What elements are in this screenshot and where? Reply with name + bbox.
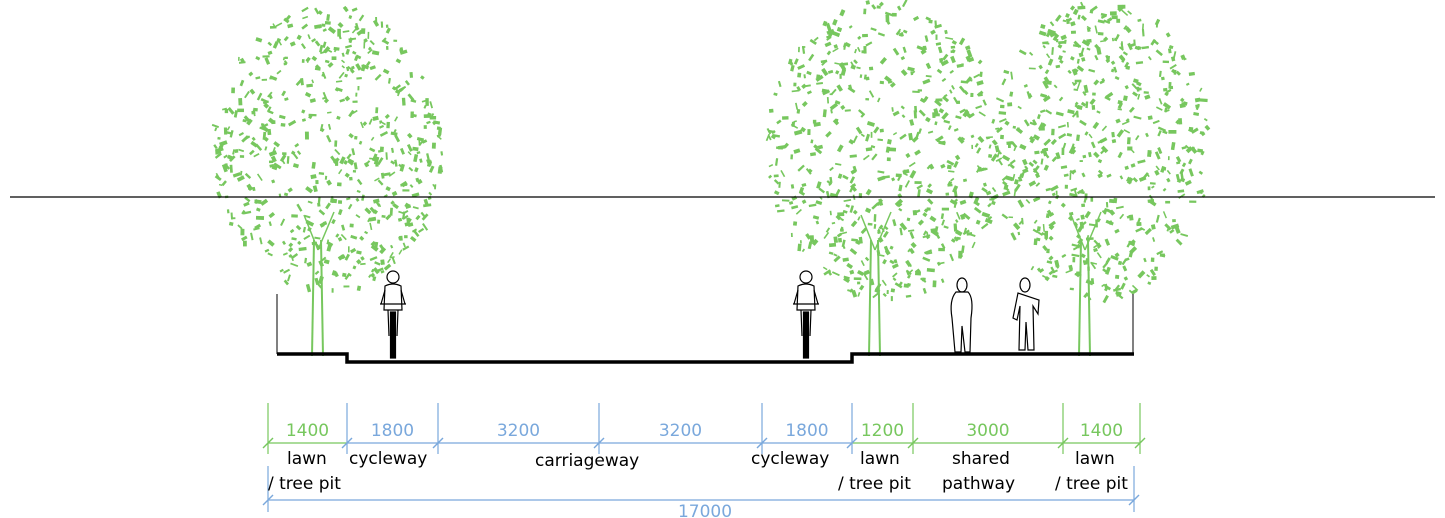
label-lawn-mid-1: lawn <box>860 449 900 469</box>
dimension-segment: 3000 <box>913 421 1063 444</box>
dimension-value: 3000 <box>966 421 1009 441</box>
dimension-tick <box>756 403 768 454</box>
dimension-value: 1400 <box>1080 421 1123 441</box>
cyclist-icon <box>793 270 819 359</box>
label-shared-2: pathway <box>942 474 1015 494</box>
dimension-segment: 1400 <box>1063 421 1140 444</box>
label-lawn-right-2: / tree pit <box>1055 474 1128 494</box>
dimension-value: 1800 <box>785 421 828 441</box>
total-dimension: 17000 <box>262 466 1140 518</box>
dimension-value: 1800 <box>371 421 414 441</box>
dimension-segment: 3200 <box>599 421 762 444</box>
figures-layer <box>380 270 1040 359</box>
label-cycleway-left: cycleway <box>349 449 427 469</box>
dimension-tick <box>1057 403 1069 454</box>
tree-icon <box>211 5 444 357</box>
label-lawn-mid-2: / tree pit <box>838 474 911 494</box>
label-lawn-left-1: lawn <box>287 449 327 469</box>
dimension-lines: 1400 1800 3200 3200 1800 1200 3000 1400 17000 <box>262 403 1146 518</box>
segment-labels: lawn / tree pit cycleway carriageway cyc… <box>268 449 1128 494</box>
pedestrian-icon <box>1012 277 1040 351</box>
dimension-value: 3200 <box>659 421 702 441</box>
dimension-segment: 3200 <box>438 421 599 444</box>
dimension-tick <box>432 403 444 454</box>
dimension-tick <box>593 403 605 454</box>
dimension-segment: 1400 <box>268 421 347 444</box>
dimension-tick <box>341 403 353 454</box>
trees-layer <box>211 0 1211 357</box>
label-lawn-left-2: / tree pit <box>268 474 341 494</box>
label-lawn-right-1: lawn <box>1075 449 1115 469</box>
dimension-segment: 1800 <box>347 421 438 444</box>
ground-profile <box>277 352 1134 364</box>
dimension-tick <box>262 403 274 454</box>
cyclist-icon <box>380 270 406 359</box>
total-dimension-value: 17000 <box>678 502 732 518</box>
dimension-value: 1400 <box>286 421 329 441</box>
dimension-tick <box>907 403 919 454</box>
dimension-tick <box>846 403 858 454</box>
dimension-segment: 1800 <box>762 421 852 444</box>
label-carriageway: carriageway <box>535 451 639 471</box>
tree-icon <box>765 0 1004 357</box>
dimension-value: 3200 <box>497 421 540 441</box>
tree-icon <box>988 1 1211 357</box>
label-shared-1: shared <box>952 449 1010 469</box>
label-cycleway-right: cycleway <box>751 449 829 469</box>
dimension-value: 1200 <box>861 421 904 441</box>
dimension-segment: 1200 <box>852 421 913 444</box>
street-profile <box>276 294 1134 364</box>
pedestrian-icon <box>950 277 973 353</box>
dimension-tick <box>1134 403 1146 454</box>
